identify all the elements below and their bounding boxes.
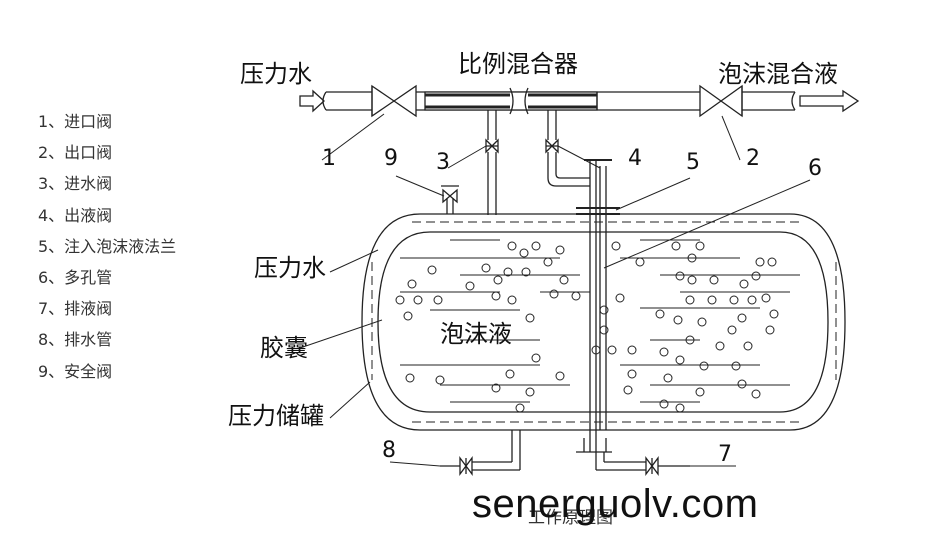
legend-item-outlet-valve: 2、出口阀 xyxy=(38,143,113,163)
pressure-water-label: 压力水 xyxy=(254,254,326,282)
drain-valve-7 xyxy=(596,452,690,474)
branch-pipe-3 xyxy=(486,110,498,215)
diagram-caption: 工作原理图 xyxy=(528,508,613,528)
foam-bubbles xyxy=(396,242,778,412)
bladder-inner xyxy=(378,232,828,412)
mixer-body xyxy=(425,88,597,114)
safety-valve-9 xyxy=(441,186,459,214)
callout-7: 7 xyxy=(718,442,732,467)
callout-9: 9 xyxy=(384,146,398,171)
foam-level-lines xyxy=(400,240,800,402)
legend-item-foam-injection-flange: 5、注入泡沫液法兰 xyxy=(38,236,177,256)
legend-item-water-inlet-valve: 3、进水阀 xyxy=(38,174,113,194)
foam-mix-label: 泡沫混合液 xyxy=(718,60,838,88)
legend-item-liquid-outlet-valve: 4、出液阀 xyxy=(38,205,113,225)
legend-item-inlet-valve: 1、进口阀 xyxy=(38,112,113,131)
legend-item-perforated-pipe: 6、多孔管 xyxy=(38,267,113,287)
watermark-text: senerguolv.com xyxy=(472,482,759,526)
callout-5: 5 xyxy=(686,150,700,175)
valve-1-inlet xyxy=(372,86,416,116)
callout-6: 6 xyxy=(808,156,822,181)
callout-2: 2 xyxy=(746,146,760,171)
foam-liquid-label: 泡沫液 xyxy=(440,320,512,348)
flange-5-and-perforated-pipe-6 xyxy=(576,160,620,452)
legend-list: 1、进口阀 2、出口阀 3、进水阀 4、出液阀 5、注入泡沫液法兰 6、多孔管 … xyxy=(38,106,228,387)
leader-lines xyxy=(300,114,810,466)
drain-pipe-8 xyxy=(440,430,520,474)
callout-4: 4 xyxy=(628,146,642,171)
mixer-label: 比例混合器 xyxy=(458,50,578,78)
legend-item-drain-pipe: 8、排水管 xyxy=(38,330,113,350)
legend-item-safety-valve: 9、安全阀 xyxy=(38,361,113,381)
callout-8: 8 xyxy=(382,438,396,463)
valve-2-outlet xyxy=(700,86,742,116)
branch-pipe-4 xyxy=(546,110,590,186)
callout-1: 1 xyxy=(322,146,336,171)
water-dash-lines xyxy=(368,222,836,422)
callout-3: 3 xyxy=(436,150,450,175)
tank-label: 压力储罐 xyxy=(228,402,324,430)
tank-outer-shell xyxy=(362,214,845,430)
outlet-arrow xyxy=(800,91,858,111)
inlet-arrow xyxy=(300,91,324,111)
legend-item-drain-valve: 7、排液阀 xyxy=(38,299,113,319)
bladder-label: 胶囊 xyxy=(260,334,308,362)
inlet-water-label: 压力水 xyxy=(240,60,312,88)
